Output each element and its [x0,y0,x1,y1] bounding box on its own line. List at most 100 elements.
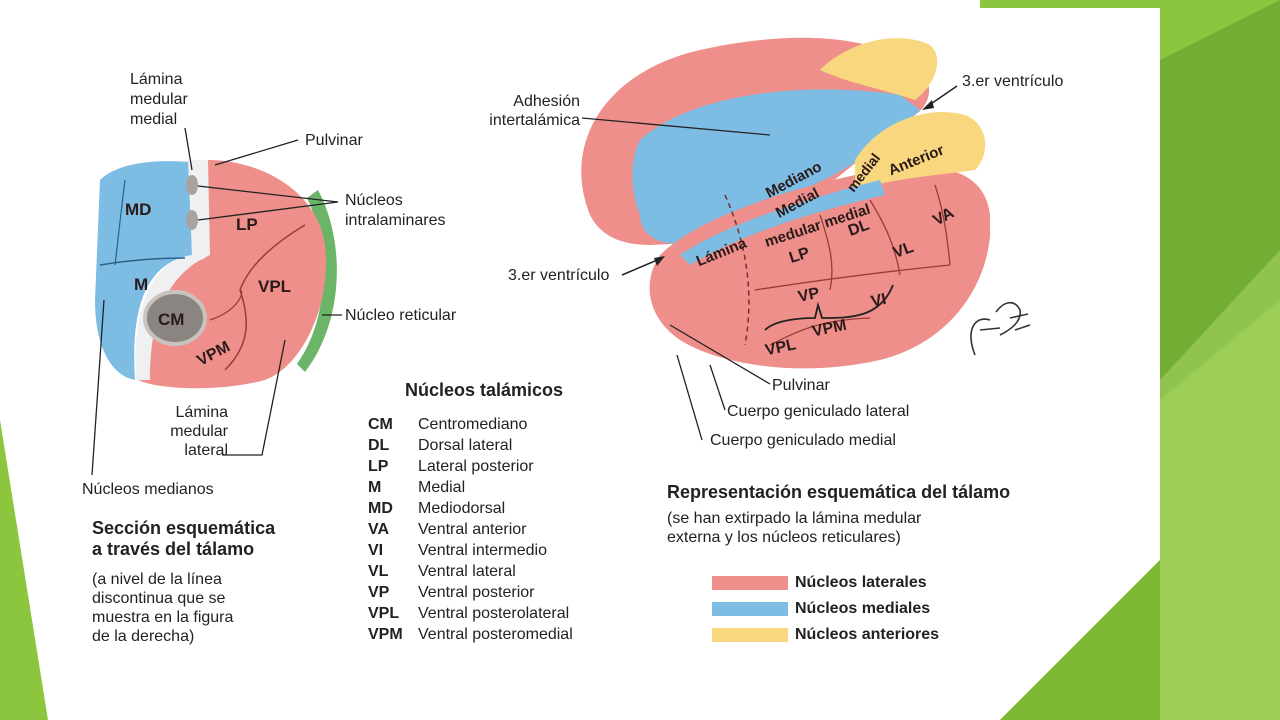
leader-lamina-lateral [222,339,286,456]
thalamus-schematic: Mediano Medial medial medular medial Lám… [581,37,990,369]
abbreviation-row: LP Lateral posterior [368,456,534,477]
abbreviation-code: VPL [368,605,400,622]
abbreviation-name: Lateral posterior [418,458,534,475]
abbreviation-code: LP [368,458,389,475]
leader-cuerpo-medial [676,354,703,441]
abbreviation-row: VI Ventral intermedio [368,540,547,561]
schematic-note: (se han extirpado la lámina medular exte… [667,510,922,546]
leader-nucleos-medianos [91,299,105,476]
abbreviation-row: M Medial [368,477,465,498]
label-lp-schematic: LP [787,244,812,267]
abbreviation-code: M [368,479,382,496]
leader-adhesion [581,117,771,136]
section-title: Sección esquemática a través del tálamo [92,518,276,559]
leader-intralaminar-2 [197,201,339,221]
abbreviation-code: CM [368,416,393,433]
label-ventriculo-top: 3.er ventrículo [962,73,1064,90]
abbreviation-row: VPL Ventral posterolateral [368,603,569,624]
abbreviation-name: Ventral intermedio [418,542,547,559]
label-vpm-schematic: VPM [811,317,848,341]
section-label-lp: LP [236,215,258,234]
legend-label: Núcleos anteriores [795,626,940,643]
boundary-dl-vl [869,199,901,276]
boundary-vl-va [934,184,951,266]
abbreviation-name: Centromediano [418,416,528,433]
section-label-vpl: VPL [258,277,291,296]
label-vl: VL [891,239,916,262]
label-ventriculo-left: 3.er ventrículo [508,267,610,284]
boundary-horizontal [754,264,951,291]
vpl-vpm-boundary [224,289,247,371]
section-label-md: MD [125,200,151,219]
medial-surface-shape [632,89,920,244]
abbreviation-row: DL Dorsal lateral [368,435,512,456]
upper-anterior-shape [820,38,938,100]
abbreviation-name: Ventral anterior [418,521,527,538]
internal-lamina-shape [680,180,885,265]
label-cuerpo-geniculado-medial: Cuerpo geniculado medial [710,432,896,449]
intralaminar-nucleus-1 [186,175,198,195]
label-cuerpo-geniculado-lateral: Cuerpo geniculado lateral [727,403,910,420]
label-vp: VP [797,285,822,306]
leader-intralaminar-1 [197,185,339,203]
abbreviations-heading: Núcleos talámicos [405,380,564,400]
legend-swatch [712,628,788,642]
leader-lamina-medial [184,127,193,171]
md-line [114,179,126,266]
reticular-nucleus-shape [297,190,337,372]
label-pulvinar-right: Pulvinar [772,377,830,394]
section-label-cm: CM [158,310,184,329]
boundary-lp-dl [819,214,833,291]
abbreviation-code: VI [368,542,384,559]
legend-swatch [712,576,788,590]
lp-vpl-boundary [239,224,306,291]
vpm-bottom-boundary [209,289,243,321]
abbreviation-name: Dorsal lateral [418,437,513,454]
lower-thalamus-shape [649,166,990,369]
label-dl: DL [846,217,872,240]
label-lamina-medular-lateral: Lámina medular lateral [170,404,228,459]
legend-swatch [712,602,788,616]
leader-pulvinar-left [214,139,299,166]
label-nucleo-reticular: Núcleo reticular [345,307,457,324]
green-left-shape [0,420,48,720]
label-nucleos-medianos: Núcleos medianos [82,481,214,498]
abbreviation-code: VA [368,521,390,538]
schematic-title: Representación esquemática del tálamo [667,482,1011,502]
label-nucleos-intralaminares: Núcleos intralaminares [345,192,446,229]
green-right-light-shape [1160,250,1280,720]
green-bottom-shape [1000,560,1160,720]
label-vpl-schematic: VPL [764,336,798,359]
centromedian-nucleus [143,290,207,346]
abbreviation-row: CM Centromediano [368,414,527,435]
abbreviation-name: Ventral posterolateral [418,605,570,622]
label-lamina-medular-medial: Lámina medular medial [130,71,188,128]
legend-label: Núcleos laterales [795,574,927,591]
abbreviation-name: Mediodorsal [418,500,506,517]
abbreviation-code: VPM [368,626,403,643]
label-vi: VI [870,291,888,311]
boundary-lower [769,317,871,346]
lower-anterior-shape [855,112,986,190]
leader-pulvinar-right [669,324,771,385]
section-note: (a nivel de la línea discontinua que se … [92,571,234,645]
abbreviation-row: VA Ventral anterior [368,519,527,540]
abbreviation-code: DL [368,437,390,454]
abbreviation-code: MD [368,500,393,517]
abbreviation-code: VL [368,563,389,580]
leader-cuerpo-lateral [709,364,726,411]
label-adhesion-intertalamica: Adhesión intertalámica [489,93,580,129]
abbreviation-code: VP [368,584,390,601]
arrowhead-ventriculo-top [922,100,934,110]
abbreviation-row: MD Mediodorsal [368,498,505,519]
netter-signature [970,301,1031,356]
vp-brace [764,284,894,331]
arrowhead-ventriculo-left [654,256,665,266]
section-label-m: M [134,275,148,294]
label-pulvinar-left: Pulvinar [305,132,363,149]
abbreviation-name: Medial [418,479,466,496]
